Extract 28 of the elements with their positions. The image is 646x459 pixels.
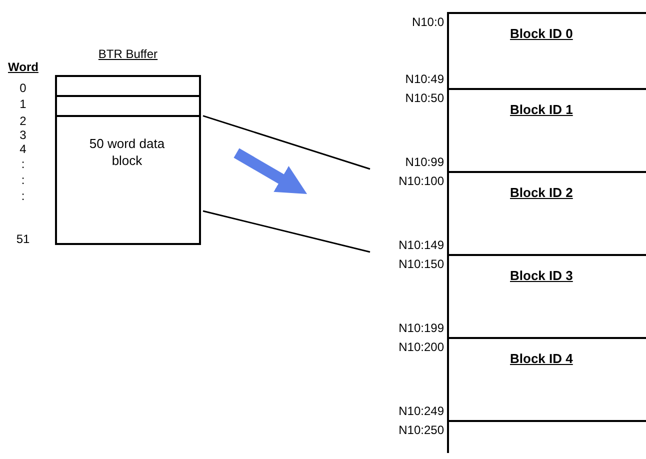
block-label: Block ID 0: [510, 26, 573, 41]
column-heading: Word: [8, 60, 38, 74]
address-label: N10:200: [398, 340, 444, 354]
word-number: :: [20, 157, 26, 171]
address-label: N10:150: [398, 257, 444, 271]
buffer-title: BTR Buffer: [97, 47, 159, 61]
block-label: Block ID 3: [510, 268, 573, 283]
address-label: N10:100: [398, 174, 444, 188]
block-label: Block ID 2: [510, 185, 573, 200]
address-label: N10:50: [405, 91, 444, 105]
word-number: 0: [18, 81, 28, 95]
block-label: Block ID 4: [510, 351, 573, 366]
address-label: N10:249: [398, 404, 444, 418]
word-number: 1: [18, 97, 28, 111]
address-label: N10:49: [405, 72, 444, 86]
word-number: 51: [15, 232, 31, 246]
block-label: Block ID 1: [510, 102, 573, 117]
address-label: N10:149: [398, 238, 444, 252]
address-label: N10:199: [398, 321, 444, 335]
word-number: 3: [18, 128, 28, 142]
address-label: N10:250: [398, 423, 444, 437]
address-label: N10:0: [412, 15, 444, 29]
box-text: 50 word data block: [89, 135, 165, 169]
word-number: :: [20, 189, 26, 203]
address-label: N10:99: [405, 155, 444, 169]
word-number: :: [20, 173, 26, 187]
word-number: 4: [18, 142, 28, 156]
word-number: 2: [18, 114, 28, 128]
